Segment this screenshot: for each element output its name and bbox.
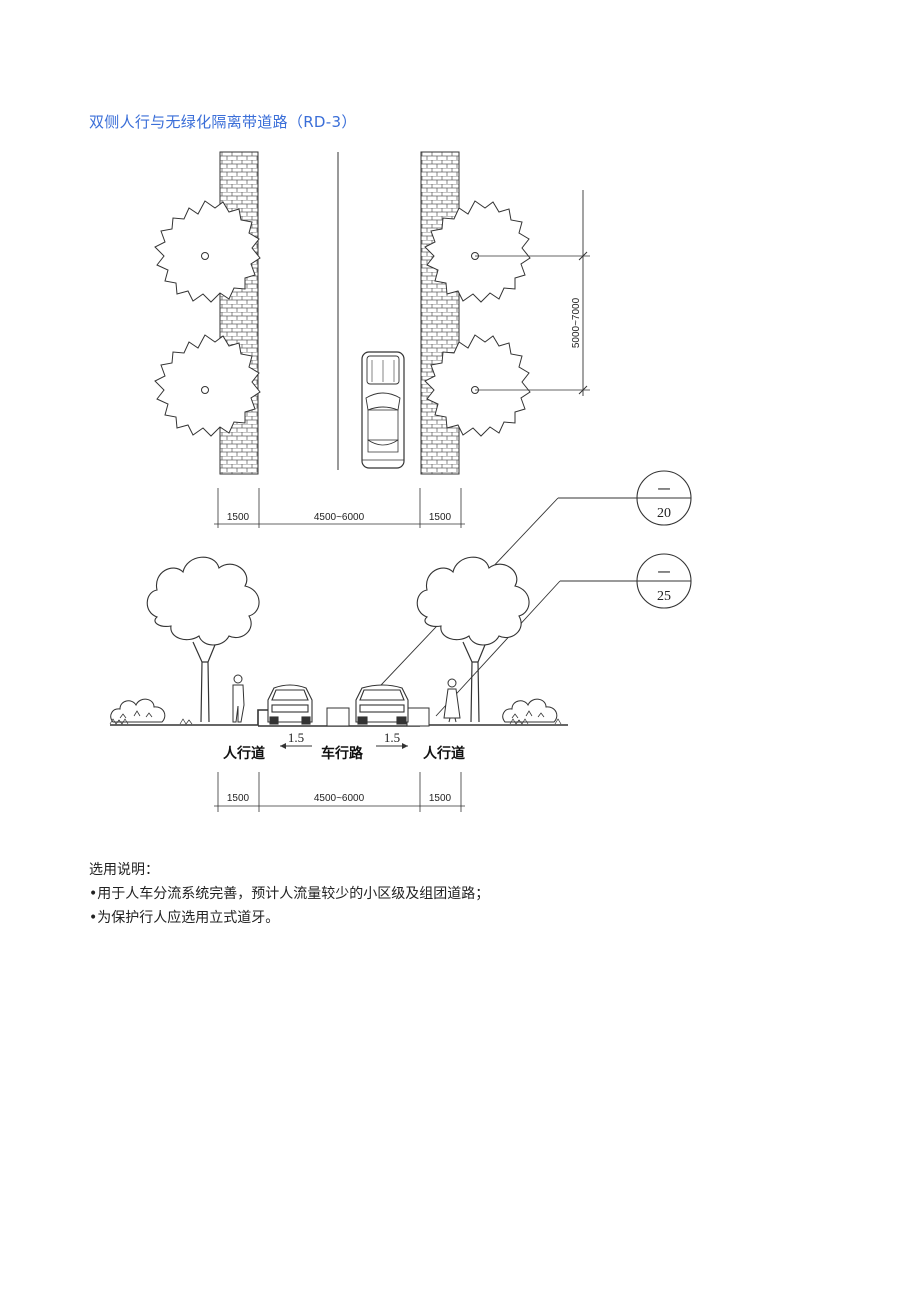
selection-notes: 选用说明： •用于人车分流系统完善，预计人流量较少的小区级及组团道路； •为保护… [89,858,489,930]
label-sidewalk-right: 人行道 [423,745,465,762]
svg-text:25: 25 [657,589,671,604]
notes-item: •用于人车分流系统完善，预计人流量较少的小区级及组团道路； [89,886,490,902]
page-title: 双侧人行与无绿化隔离带道路（RD-3） [89,113,357,131]
plan-dim-sidewalk-right: 1500 [429,512,452,523]
shrub-left [110,698,166,723]
notes-heading: 选用说明： [89,862,159,878]
svg-text:一: 一 [657,566,670,581]
dim-tree-spacing-label: 5000~7000 [571,297,582,348]
curb-left [326,707,350,727]
svg-text:一: 一 [657,483,670,498]
section-view: 一 20 一 25 [109,470,692,812]
svg-text:1.5: 1.5 [288,730,304,745]
curb-right [406,707,430,727]
section-dim-sidewalk-left: 1500 [227,793,250,804]
pedestrian-left [232,674,245,723]
car-front-right [355,684,409,725]
svg-text:20: 20 [657,506,671,521]
label-sidewalk-left: 人行道 [223,745,265,762]
section-dim-sidewalk-right: 1500 [429,793,452,804]
slope-right: 1.5 [376,730,408,749]
plan-dim-roadway: 4500~6000 [314,512,365,523]
svg-text:1.5: 1.5 [384,730,400,745]
label-roadway: 车行路 [321,745,364,762]
ground-left [110,709,268,726]
shrub-right [502,698,558,723]
plan-view: 5000~7000 1500 4500~6000 1500 [154,151,590,528]
notes-item: •为保护行人应选用立式道牙。 [89,910,280,926]
dim-tree-spacing: 5000~7000 [475,190,590,396]
elevation-tree-right [416,556,530,723]
car-top-view [361,351,405,469]
plan-dimension-line: 1500 4500~6000 1500 [214,488,465,528]
section-dim-roadway: 4500~6000 [314,793,365,804]
car-rear-left [267,684,313,725]
slope-left: 1.5 [280,730,312,749]
road-section-diagram: 5000~7000 1500 4500~6000 1500 一 20 一 [109,151,692,812]
section-dimension-line: 1500 4500~6000 1500 [214,772,465,812]
plan-dim-sidewalk-left: 1500 [227,512,250,523]
pedestrian-right [443,678,461,723]
